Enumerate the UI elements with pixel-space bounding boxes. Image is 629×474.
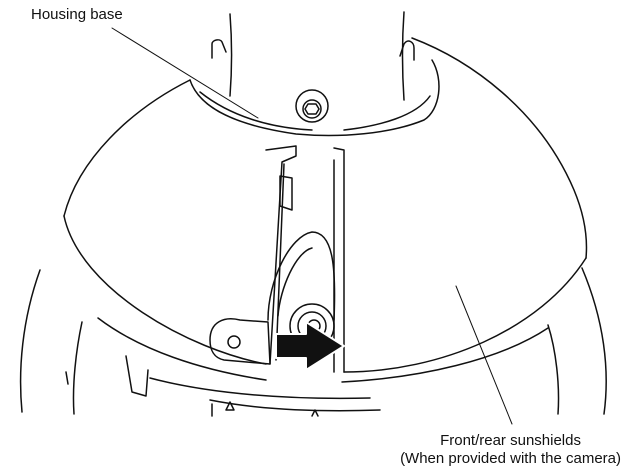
housing-base-label: Housing base xyxy=(31,6,123,23)
sunshield-seam-right xyxy=(333,147,345,373)
tab-hole xyxy=(227,335,241,349)
housing-bracket-right xyxy=(399,40,415,61)
sunshield-seam-left xyxy=(265,145,297,365)
camera-body-band xyxy=(149,377,371,400)
slot-inner xyxy=(277,247,313,317)
sunshield-opening-rim xyxy=(189,59,440,137)
camera-body-inner-left xyxy=(72,321,83,415)
housing-base-pillar-left xyxy=(229,13,233,97)
seam-clip xyxy=(279,175,293,211)
sunshield-label-line1: Front/rear sunshields xyxy=(440,432,581,449)
sunshield-seam-inner-left xyxy=(275,163,285,361)
sunshield-outer-left xyxy=(63,79,191,217)
side-latch xyxy=(125,355,149,397)
alignment-mark-left xyxy=(225,401,235,411)
side-mark xyxy=(65,371,69,385)
screw-head-inner xyxy=(302,99,322,119)
sunshield-label-line2: (When provided with the camera) xyxy=(400,450,621,467)
camera-body-outline-right xyxy=(581,267,607,415)
camera-body-lower-rim xyxy=(209,399,381,412)
camera-body-outline xyxy=(19,269,41,413)
screw-hex-socket xyxy=(304,103,320,115)
alignment-mark-center xyxy=(311,409,319,417)
sunshield-outer-right xyxy=(411,37,588,259)
housing-base-leader-line xyxy=(111,27,259,119)
camera-body-seam-right xyxy=(341,327,549,383)
sunshield-opening-inner-right xyxy=(343,95,431,131)
sunshield-leader-line xyxy=(455,285,513,425)
sunshield-opening-inner xyxy=(199,91,313,131)
sunshield-bottom-edge-right xyxy=(343,257,587,373)
housing-base-pillar-right xyxy=(401,11,405,101)
right-arrow-icon xyxy=(275,321,345,371)
sunshield-bottom-edge xyxy=(63,215,267,365)
camera-body-seam-left xyxy=(97,317,267,381)
camera-body-inner-right xyxy=(547,324,560,415)
sunshield-tab xyxy=(209,318,271,365)
housing-bracket-left xyxy=(211,39,227,59)
screw-icon xyxy=(295,89,329,123)
slot-outline xyxy=(267,231,336,321)
sunshield-label: Front/rear sunshields (When provided wit… xyxy=(400,432,621,468)
